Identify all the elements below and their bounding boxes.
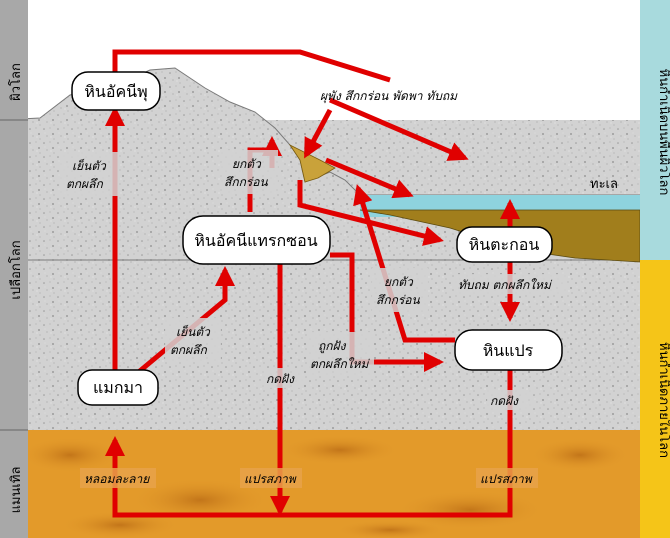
node-sedimentary[interactable]: หินตะกอน <box>456 226 553 263</box>
side-label-crust: เปลือกโลก <box>8 240 24 299</box>
arrow-pocket-to-sea <box>325 157 414 199</box>
label-uplift-erosion-1-b: สึกกร่อน <box>224 175 269 189</box>
arrow-weathering-right <box>329 97 469 161</box>
node-extrusive[interactable]: หินอัคนีพุ <box>71 71 161 111</box>
label-weathering-top: ผุพัง สึกกร่อน พัดพา ทับถม <box>320 89 458 104</box>
label-buried-recrystallize-a: ถูกฝัง <box>318 339 347 354</box>
label-cool-crystallize-1-b: ตกผลึก <box>66 177 103 191</box>
label-melt: หลอมละลาย <box>84 472 150 486</box>
label-cool-crystallize-2-b: ตกผลึก <box>170 343 207 357</box>
label-metamorphose-1: แปรสภาพ <box>244 472 297 486</box>
label-buried-1: กดฝัง <box>266 372 295 386</box>
arrow-uplift-2 <box>353 184 455 343</box>
node-metamorphic[interactable]: หินแปร <box>454 329 563 371</box>
right-band-surface <box>640 0 670 260</box>
label-uplift-erosion-2-a: ยกตัว <box>384 275 414 289</box>
label-sea: ทะเล <box>590 177 618 192</box>
arrow-weathering-to-pocket <box>303 108 333 159</box>
label-cool-crystallize-1-a: เย็นตัว <box>72 158 107 173</box>
label-cool-crystallize-2-a: เย็นตัว <box>176 324 211 339</box>
label-uplift-erosion-1-a: ยกตัว <box>232 157 262 171</box>
left-band <box>0 0 28 538</box>
node-sedimentary-label: หินตะกอน <box>469 235 540 254</box>
node-intrusive[interactable]: หินอัคนีแทรกซอน <box>182 215 331 265</box>
sediment-pocket <box>288 143 336 183</box>
label-deposit-recrystallize: ทับถม ตกผลึกใหม่ <box>458 278 553 292</box>
arrow-intrusive-to-metamorphic <box>330 252 444 372</box>
side-label-mantle: แมนเทิล <box>9 467 24 514</box>
node-magma-label: แมกมา <box>93 378 143 397</box>
side-label-surface: ผิวโลก <box>8 63 24 101</box>
label-metamorphose-2: แปรสภาพ <box>480 472 533 486</box>
arrow-weathering-top <box>112 49 391 83</box>
node-intrusive-label: หินอัคนีแทรกซอน <box>194 231 317 250</box>
node-magma[interactable]: แมกมา <box>77 369 159 406</box>
side-label-surface-process: หินกำเนิดบนพื้นผิวโลก <box>656 69 670 196</box>
side-label-internal-process: หินกำเนิดภายในโลก <box>656 342 670 458</box>
arrow-intrusive-to-sediment <box>297 180 444 246</box>
right-band-internal <box>640 260 670 538</box>
node-extrusive-label: หินอัคนีพุ <box>84 82 147 102</box>
node-metamorphic-label: หินแปร <box>483 341 534 360</box>
label-buried-recrystallize-b: ตกผลึกใหม่ <box>310 357 370 371</box>
label-uplift-erosion-2-b: สึกกร่อน <box>376 293 421 307</box>
label-buried-2: กดฝัง <box>490 394 519 408</box>
